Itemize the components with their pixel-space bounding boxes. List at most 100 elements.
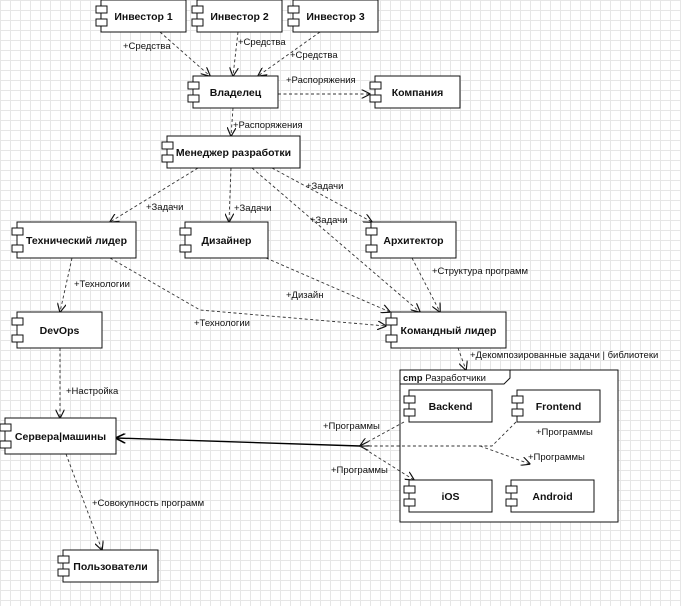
- component-port-icon: [505, 498, 518, 507]
- edge-label: +Задачи: [310, 215, 347, 226]
- component-label: Android: [532, 491, 572, 503]
- edge-architect-to-team-lead[interactable]: +Структура программ: [411, 257, 528, 312]
- edge-line: [229, 167, 231, 222]
- edge-investor1-to-owner[interactable]: +Средства: [123, 31, 210, 76]
- edge-label: +Программы: [323, 421, 380, 432]
- component-port-icon: [287, 18, 300, 27]
- edge-line: [360, 421, 517, 446]
- component-frontend[interactable]: Frontend: [511, 389, 601, 423]
- edge-investor2-to-owner[interactable]: +Средства: [233, 31, 286, 76]
- component-backend[interactable]: Backend: [403, 389, 493, 423]
- component-investor3[interactable]: Инвестор 3: [287, 0, 379, 33]
- edge-line: [411, 257, 440, 312]
- edge-line: [479, 445, 530, 464]
- component-body: [4, 417, 117, 455]
- component-body: [184, 221, 269, 259]
- component-port-icon: [95, 18, 108, 27]
- component-label: Инвестор 3: [306, 11, 364, 23]
- component-label: Backend: [429, 401, 473, 413]
- component-label: Архитектор: [383, 235, 443, 247]
- edge-line: [60, 257, 73, 312]
- edge-tech-lead-to-devops[interactable]: +Технологии: [60, 257, 130, 312]
- component-port-icon: [57, 555, 70, 564]
- edge-investor3-to-owner[interactable]: +Средства: [258, 31, 338, 76]
- edge-label: +Средства: [123, 41, 171, 52]
- edge-owner-to-company[interactable]: +Распоряжения: [278, 75, 370, 94]
- edge-designer-to-team-lead[interactable]: +Дизайн: [265, 257, 390, 312]
- component-architect[interactable]: Архитектор: [365, 221, 457, 259]
- component-label: Владелец: [210, 87, 262, 99]
- component-team-lead[interactable]: Командный лидер: [385, 311, 507, 349]
- component-ios[interactable]: iOS: [403, 479, 493, 513]
- edge-dev-manager-to-team-lead[interactable]: +Задачи: [251, 167, 420, 312]
- edge-frontend-to-servers[interactable]: +Программы: [360, 421, 593, 446]
- edge-dev-manager-to-tech-lead[interactable]: +Задачи: [110, 167, 199, 222]
- component-port-icon: [369, 94, 382, 103]
- edge-label: +Настройка: [66, 386, 119, 397]
- component-port-icon: [0, 440, 12, 449]
- component-devops[interactable]: DevOps: [11, 311, 103, 349]
- component-body: [100, 0, 187, 33]
- edge-line: [265, 257, 390, 312]
- component-dev-manager[interactable]: Менеджер разработки: [161, 135, 301, 169]
- edge-tech-lead-to-team-lead[interactable]: +Технологии: [109, 257, 386, 329]
- edge-ios-to-servers[interactable]: +Программы: [331, 445, 414, 480]
- component-label: Сервера|машины: [15, 431, 106, 443]
- component-investor1[interactable]: Инвестор 1: [95, 0, 187, 33]
- component-port-icon: [369, 81, 382, 90]
- edge-label: +Задачи: [146, 202, 183, 213]
- edge-package-to-servers[interactable]: [116, 438, 361, 447]
- component-investor2[interactable]: Инвестор 2: [191, 0, 283, 33]
- component-label: Дизайнер: [202, 235, 252, 247]
- component-android[interactable]: Android: [505, 479, 595, 513]
- component-body: [390, 311, 507, 349]
- component-designer[interactable]: Дизайнер: [179, 221, 269, 259]
- edge-owner-to-dev-manager[interactable]: +Распоряжения: [231, 107, 303, 136]
- component-body: [374, 75, 461, 109]
- component-body: [192, 75, 279, 109]
- edge-label: +Программы: [536, 427, 593, 438]
- edge-label: +Технологии: [74, 279, 130, 290]
- edge-backend-to-servers[interactable]: +Программы: [323, 421, 405, 446]
- package-keyword: cmp: [403, 373, 423, 384]
- component-port-icon: [179, 244, 192, 253]
- component-port-icon: [11, 244, 24, 253]
- component-port-icon: [161, 154, 174, 163]
- edge-servers-to-users[interactable]: +Совокупность программ: [65, 453, 204, 550]
- component-body: [196, 0, 283, 33]
- edge-android-to-servers[interactable]: +Программы: [479, 445, 585, 464]
- edge-label: +Совокупность программ: [92, 498, 204, 509]
- component-label: Командный лидер: [401, 325, 497, 337]
- component-company[interactable]: Компания: [369, 75, 461, 109]
- component-port-icon: [403, 395, 416, 404]
- component-port-icon: [191, 18, 204, 27]
- component-label: iOS: [441, 491, 459, 503]
- component-body: [16, 221, 137, 259]
- edge-line: [110, 167, 199, 222]
- component-port-icon: [11, 317, 24, 326]
- edge-devops-to-servers[interactable]: +Настройка: [60, 348, 119, 418]
- component-port-icon: [57, 568, 70, 577]
- component-tech-lead[interactable]: Технический лидер: [11, 221, 137, 259]
- component-port-icon: [287, 5, 300, 14]
- component-owner[interactable]: Владелец: [187, 75, 279, 109]
- edge-line: [233, 31, 239, 76]
- component-port-icon: [403, 498, 416, 507]
- component-label: Инвестор 2: [210, 11, 268, 23]
- component-users[interactable]: Пользователи: [57, 549, 159, 583]
- edge-label: +Задачи: [306, 181, 343, 192]
- component-port-icon: [187, 94, 200, 103]
- component-port-icon: [511, 395, 524, 404]
- component-label: Компания: [392, 87, 444, 99]
- edge-line: [116, 438, 361, 447]
- edge-team-lead-to-package[interactable]: +Декомпозированные задачи | библиотеки: [457, 347, 658, 370]
- edge-dev-manager-to-designer[interactable]: +Задачи: [229, 167, 271, 222]
- component-port-icon: [511, 408, 524, 417]
- edge-dev-manager-to-architect[interactable]: +Задачи: [271, 167, 372, 222]
- edge-label: +Программы: [528, 452, 585, 463]
- component-port-icon: [385, 334, 398, 343]
- edge-line: [231, 107, 233, 136]
- component-body: [408, 389, 493, 423]
- component-servers[interactable]: Сервера|машины: [0, 417, 117, 455]
- component-label: Инвестор 1: [114, 11, 172, 23]
